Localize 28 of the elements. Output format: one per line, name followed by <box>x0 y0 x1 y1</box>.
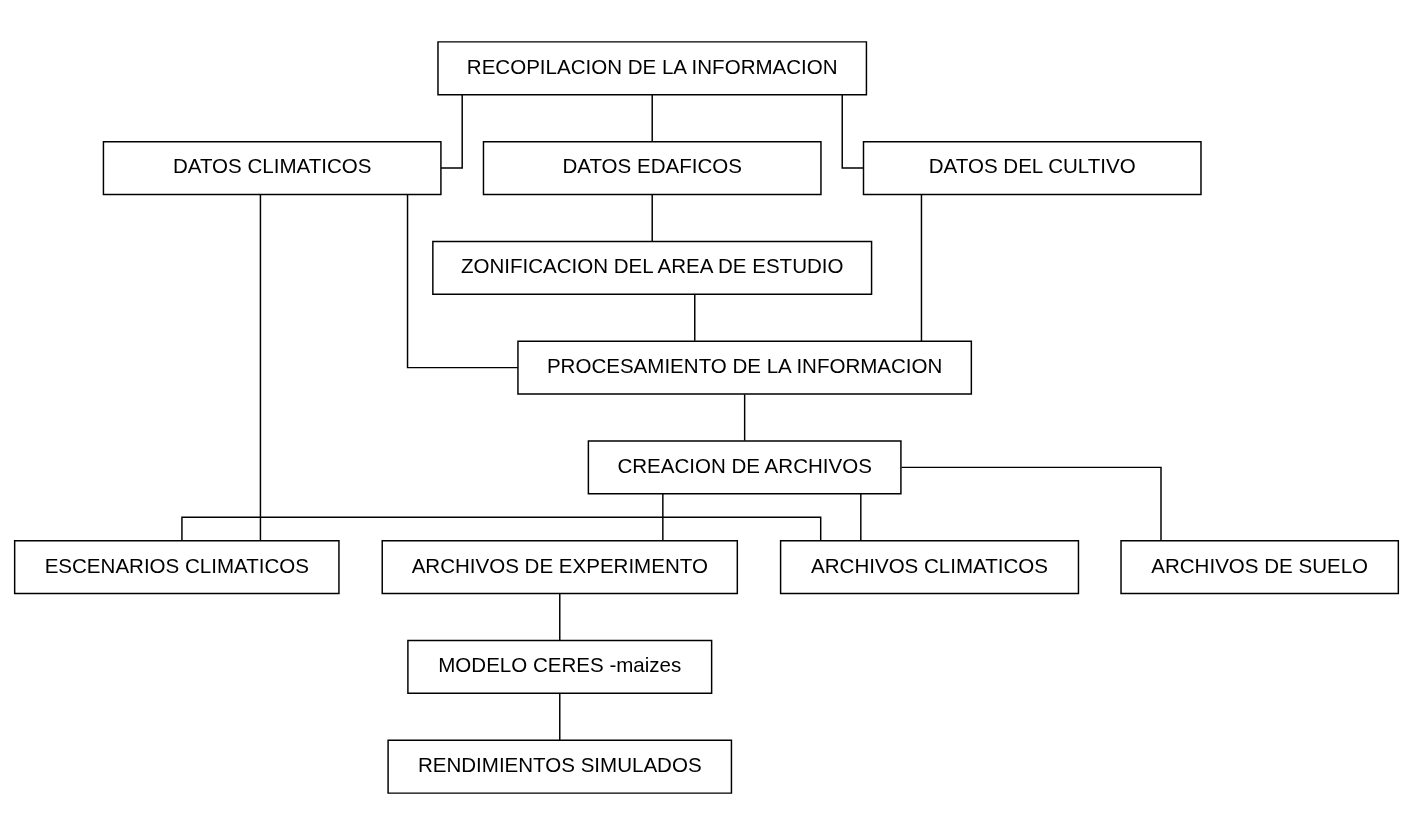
connector <box>841 93 864 169</box>
node-box: PROCESAMIENTO DE LA INFORMACION <box>517 339 973 395</box>
node-box: MODELO CERES -maizes <box>407 639 713 694</box>
connector <box>743 393 746 441</box>
node-box: CREACION DE ARCHIVOS <box>587 439 902 495</box>
node-box: DATOS CLIMATICOS <box>102 140 442 195</box>
connector <box>662 492 664 541</box>
connector <box>406 193 519 368</box>
connector <box>651 193 653 242</box>
connector <box>651 93 653 142</box>
connector <box>559 692 561 741</box>
connector <box>440 93 463 169</box>
connector <box>559 592 561 641</box>
node-box: RECOPILACION DE LA INFORMACION <box>437 40 868 95</box>
connector <box>694 293 696 342</box>
node-box: DATOS EDAFICOS <box>482 140 822 195</box>
node-box: RENDIMIENTOS SIMULADOS <box>387 739 733 794</box>
node-box: ZONIFICACION DEL AREA DE ESTUDIO <box>432 240 873 295</box>
node-box: ARCHIVOS CLIMATICOS <box>779 539 1080 594</box>
node-box: ESCENARIOS CLIMATICOS <box>13 539 340 594</box>
connector <box>860 492 862 541</box>
connector <box>920 193 923 342</box>
connector <box>259 193 262 541</box>
node-box: ARCHIVOS DE EXPERIMENTO <box>381 539 739 594</box>
node-box: ARCHIVOS DE SUELO <box>1120 539 1400 594</box>
connector <box>181 516 822 541</box>
connector <box>900 466 1162 541</box>
node-box: DATOS DEL CULTIVO <box>862 140 1202 195</box>
